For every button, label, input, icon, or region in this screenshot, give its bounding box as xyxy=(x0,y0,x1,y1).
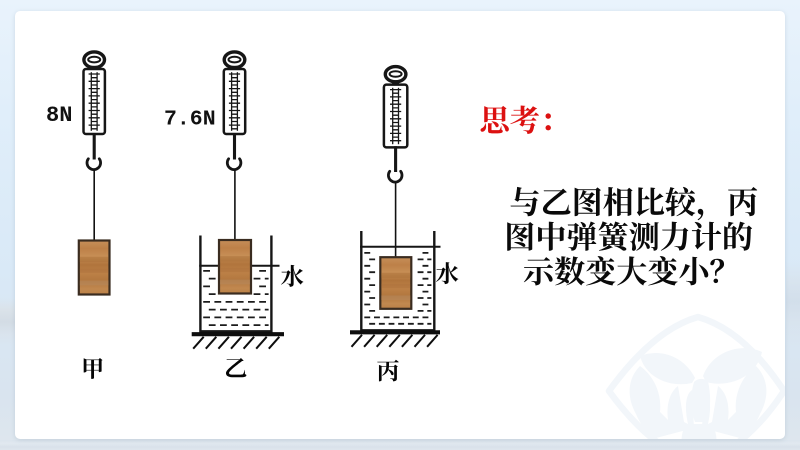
svg-text:8N: 8N xyxy=(46,103,72,128)
svg-text:7.6N: 7.6N xyxy=(164,108,216,132)
